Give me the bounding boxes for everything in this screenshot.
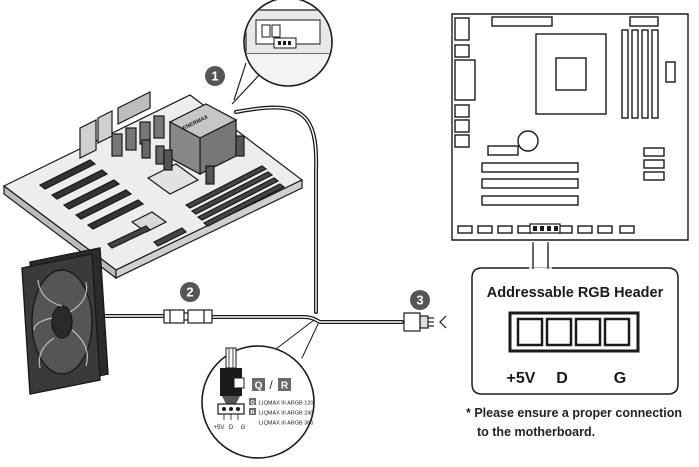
header-pin xyxy=(516,317,544,347)
callout-1-number: 1 xyxy=(211,69,218,84)
r-tag-box xyxy=(278,378,291,391)
q-tag-box xyxy=(252,378,265,391)
header-pin xyxy=(603,317,631,347)
model-name-360: LIQMAX III ARGB 360 xyxy=(259,421,313,427)
board-argb-header xyxy=(529,223,561,234)
argb-plug xyxy=(403,312,447,332)
header-pin xyxy=(545,317,573,347)
callout-3: 3 xyxy=(410,290,430,310)
connector-detail-magnifier: +5V D G Q / R Q LIQMAX III ARGB 120 R LI… xyxy=(201,345,315,459)
q-tag: Q xyxy=(255,381,263,392)
model-name-120: LIQMAX III ARGB 120 xyxy=(259,401,313,407)
model-r-tag-box xyxy=(249,408,256,415)
r-tag: R xyxy=(281,381,289,392)
connection-note: * Please ensure a proper connection to t… xyxy=(466,404,698,442)
detail-pin-label-5v: +5V xyxy=(214,425,225,431)
isometric-motherboard xyxy=(2,91,304,280)
model-name-240: LIQMAX III ARGB 240 xyxy=(259,411,313,417)
note-line-2: to the motherboard. xyxy=(477,425,596,439)
callout-2: 2 xyxy=(180,282,200,302)
motherboard-schematic xyxy=(451,13,689,241)
detail-pin-label-g: G xyxy=(241,425,246,431)
detail-pin-label-d: D xyxy=(229,425,234,431)
header-pin xyxy=(574,317,602,347)
callout-1: 1 xyxy=(205,66,225,86)
model-q-tag-box xyxy=(249,398,256,405)
callout-2-number: 2 xyxy=(186,285,193,300)
argb-cable xyxy=(98,105,404,359)
model-r-tag: R xyxy=(251,410,255,416)
callout-3-number: 3 xyxy=(416,293,423,308)
argb-header-callout: Addressable RGB Header +5V D G xyxy=(471,242,679,395)
header-magnifier xyxy=(231,0,333,105)
q-r-slash: / xyxy=(269,378,273,392)
model-q-tag: Q xyxy=(250,400,255,406)
header-pin-label-5v: +5V xyxy=(507,370,536,387)
header-pin-label-d: D xyxy=(556,370,568,387)
argb-header-title: Addressable RGB Header xyxy=(487,285,664,301)
inline-connector xyxy=(163,309,213,324)
fan-unit xyxy=(21,247,109,395)
note-line-1: * Please ensure a proper connection xyxy=(466,406,683,420)
header-pin-label-g: G xyxy=(614,370,626,387)
